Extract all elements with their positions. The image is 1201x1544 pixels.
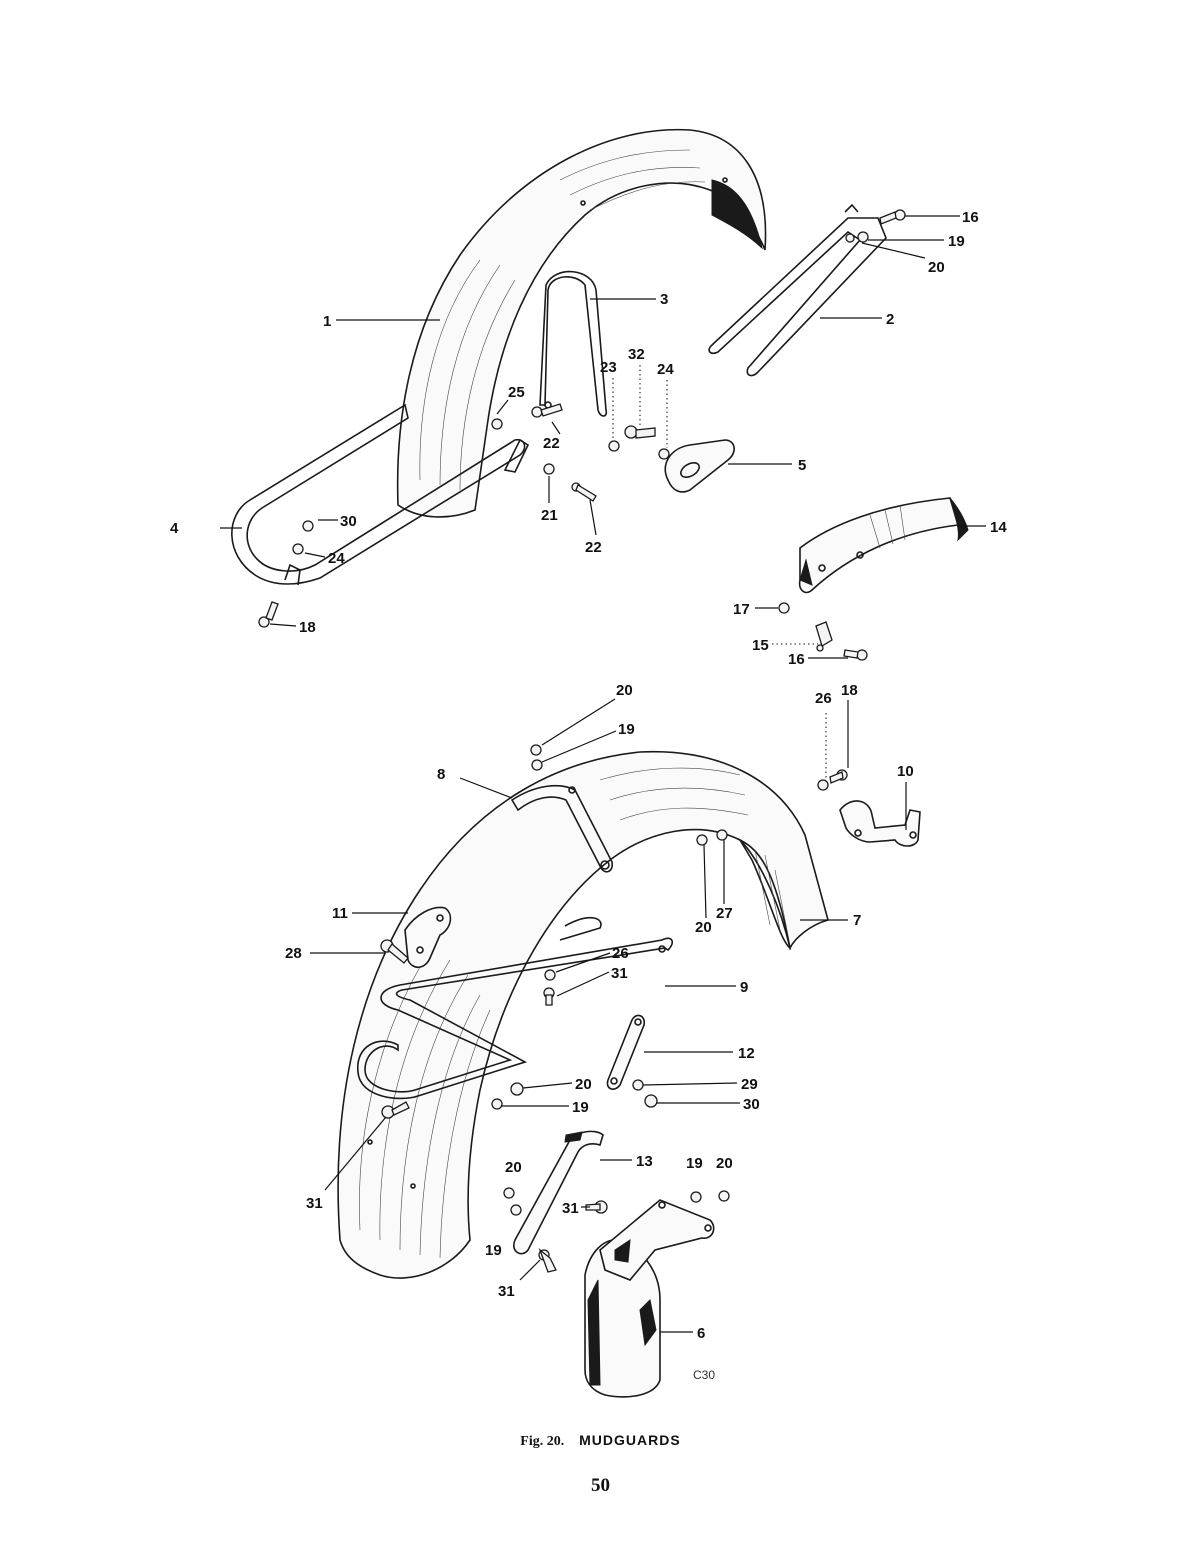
front-stay-part-3 <box>539 270 608 417</box>
front-callouts: 1 2 3 4 5 16 19 20 25 23 32 24 22 21 22 … <box>170 209 979 636</box>
callout-5: 5 <box>798 457 806 474</box>
front-plate-part-5 <box>664 439 735 493</box>
callout-26: 26 <box>612 945 629 962</box>
callout-16: 16 <box>962 209 979 226</box>
callout-3: 3 <box>660 291 668 308</box>
callout-21: 21 <box>541 507 558 524</box>
rear-mudguard-part-7 <box>337 750 829 1279</box>
callout-7: 7 <box>853 912 861 929</box>
callout-28: 28 <box>285 945 302 962</box>
callout-12: 12 <box>738 1045 755 1062</box>
callout-20: 20 <box>616 682 633 699</box>
front-stay-part-2 <box>708 203 887 377</box>
rear-callouts: 20 19 8 26 18 10 20 27 7 11 28 26 31 9 1… <box>285 682 914 1342</box>
number-plate-callouts: 14 17 15 16 <box>733 519 1007 668</box>
callout-26: 26 <box>815 690 832 707</box>
callout-9: 9 <box>740 979 748 996</box>
callout-20: 20 <box>505 1159 522 1176</box>
callout-24: 24 <box>657 361 674 378</box>
callout-30: 30 <box>743 1096 760 1113</box>
callout-19: 19 <box>686 1155 703 1172</box>
front-hardware <box>258 209 906 628</box>
callout-25: 25 <box>508 384 525 401</box>
callout-20: 20 <box>695 919 712 936</box>
callout-13: 13 <box>636 1153 653 1170</box>
callout-15: 15 <box>752 637 769 654</box>
callout-30: 30 <box>340 513 357 530</box>
callout-18: 18 <box>299 619 316 636</box>
callout-8: 8 <box>437 766 445 783</box>
callout-17: 17 <box>733 601 750 618</box>
callout-31: 31 <box>306 1195 323 1212</box>
front-stand-part-4 <box>231 403 530 586</box>
callout-24: 24 <box>328 550 345 567</box>
rear-stay-part-13 <box>513 1130 604 1255</box>
callout-1: 1 <box>323 313 331 330</box>
page-number: 50 <box>591 1475 610 1496</box>
rear-link-part-12 <box>606 1014 646 1090</box>
callout-16: 16 <box>788 651 805 668</box>
callout-20: 20 <box>928 259 945 276</box>
drawing-code: C30 <box>693 1368 716 1382</box>
callout-6: 6 <box>697 1325 705 1342</box>
callout-19: 19 <box>948 233 965 250</box>
callout-29: 29 <box>741 1076 758 1093</box>
callout-31: 31 <box>611 965 628 982</box>
rear-bridge-part-8 <box>510 784 614 873</box>
callout-32: 32 <box>628 346 645 363</box>
front-number-plate-part-14 <box>798 497 969 594</box>
rear-bracket-part-10 <box>839 800 921 847</box>
figure-caption: Fig. 20. MUDGUARDS <box>0 1432 1201 1450</box>
callout-19: 19 <box>618 721 635 738</box>
callout-20: 20 <box>575 1076 592 1093</box>
figure-title: MUDGUARDS <box>579 1432 681 1448</box>
callout-31: 31 <box>498 1283 515 1300</box>
rear-clip-part-11 <box>404 906 452 969</box>
callout-22: 22 <box>585 539 602 556</box>
front-mudguard <box>396 128 767 518</box>
figure-number: Fig. 20. <box>520 1434 565 1449</box>
number-plate-hardware <box>778 602 868 661</box>
callout-19: 19 <box>485 1242 502 1259</box>
callout-19: 19 <box>572 1099 589 1116</box>
callout-22: 22 <box>543 435 560 452</box>
callout-2: 2 <box>886 311 894 328</box>
rear-flap-part-6 <box>584 1199 715 1398</box>
callout-31: 31 <box>562 1200 579 1217</box>
callout-10: 10 <box>897 763 914 780</box>
callout-4: 4 <box>170 520 179 537</box>
callout-20: 20 <box>716 1155 733 1172</box>
callout-11: 11 <box>332 905 348 922</box>
rear-hardware <box>380 744 848 1273</box>
rear-stay-part-9 <box>357 917 674 1100</box>
callout-18: 18 <box>841 682 858 699</box>
callout-14: 14 <box>990 519 1007 536</box>
callout-27: 27 <box>716 905 733 922</box>
callout-23: 23 <box>600 359 617 376</box>
